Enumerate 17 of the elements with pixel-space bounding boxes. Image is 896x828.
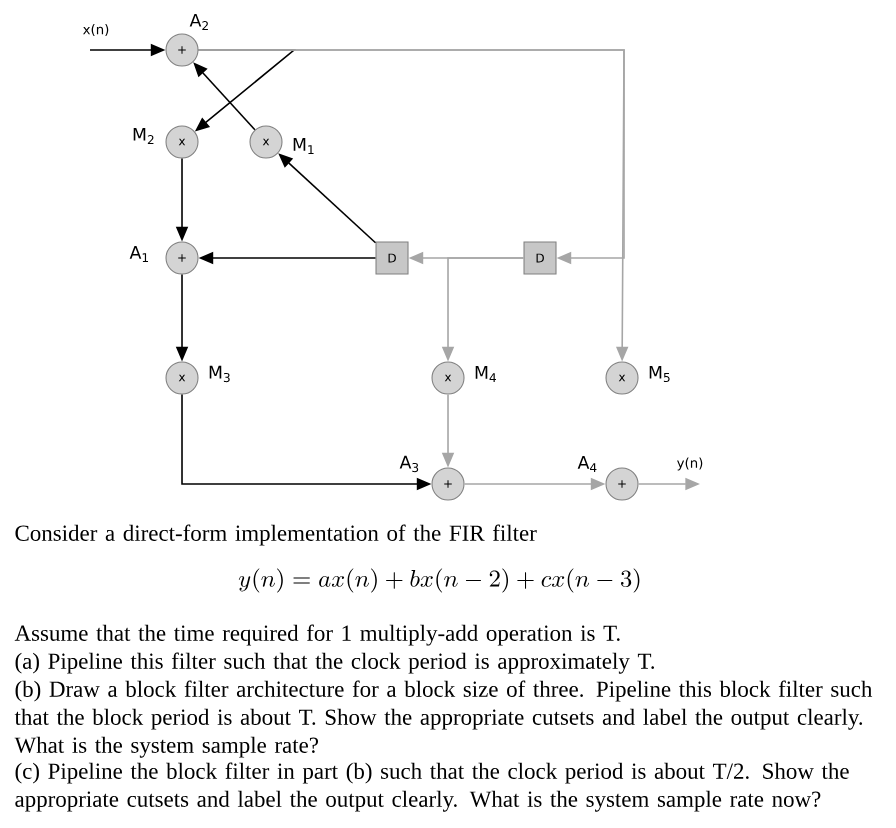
component-label: A$_{4}$ — [577, 456, 597, 472]
question-text: Assume that the time required for 1 multiply-add operation is T. — [14, 624, 620, 646]
component-label: M$_{1}$ — [293, 138, 314, 154]
component-label: M$_{5}$ — [649, 365, 670, 383]
component-label: M$_{3}$ — [209, 365, 230, 383]
component-label: A$_{2}$ — [189, 13, 208, 31]
equation: $y(n) = ax(n) + bx(n-2) + cx(n-3)$ — [238, 568, 640, 593]
component-label: M$_{2}$ — [133, 127, 154, 145]
question-text: (b) Draw a block filter architecture for a block size of three. Pipeline this block filter such that the block period is about T. Show the appropriate cutsets and label the output clearly. What is the system sample rate? — [14, 680, 873, 758]
question-text: (a) Pipeline this filter such that the clock period is approximately T. — [15, 652, 655, 674]
arrow — [278, 153, 377, 244]
component-label: A$_{1}$ — [129, 246, 148, 262]
arrow — [193, 62, 256, 131]
component-label: M$_{4}$ — [475, 366, 496, 382]
question-text: Consider a direct-form implementation of the FIR filter — [15, 524, 537, 546]
component-label: A$_{3}$ — [399, 455, 419, 473]
question-text: (c) Pipeline the block filter in part (b) such that the clock period is about T/2. Show the appropriate cutsets and label the output clearly. What is the system sample rate now? — [15, 762, 849, 812]
